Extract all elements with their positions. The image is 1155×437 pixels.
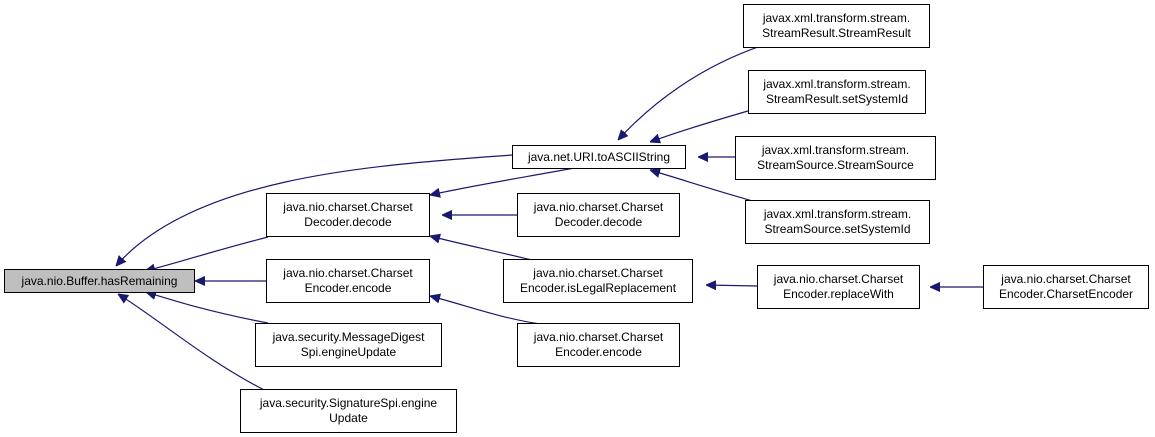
node-label-line-1: java.nio.charset.Charset — [533, 330, 664, 344]
node-label-line-1: javax.xml.transform.stream. — [761, 143, 910, 157]
node-charsetencoder-encode-overload[interactable]: java.nio.charset.Charset Encoder.encode — [517, 323, 680, 367]
edge-mdspi-to-root — [146, 292, 269, 324]
node-uri-toasciistring[interactable]: java.net.URI.toASCIIString — [512, 145, 686, 169]
node-label-line-1: java.nio.charset.Charset — [283, 266, 413, 280]
node-label-line-1: java.nio.charset.Charset — [1001, 272, 1131, 286]
node-label-line-2: Update — [329, 411, 368, 425]
node-charsetdecoder-decode[interactable]: java.nio.charset.Charset Decoder.decode — [266, 193, 430, 237]
edge-sresultsetsys-to-uri — [650, 110, 749, 142]
node-label: java.net.URI.toASCIIString — [527, 149, 671, 164]
edge-encode2-to-encoder — [430, 296, 541, 325]
node-charsetencoder-encode[interactable]: java.nio.charset.Charset Encoder.encode — [266, 259, 430, 303]
edge-uri-to-decoder — [430, 166, 581, 195]
node-charsetencoder-replacewith[interactable]: java.nio.charset.Charset Encoder.replace… — [757, 265, 920, 309]
edge-sigspi-to-root — [118, 294, 269, 393]
node-streamresult-setsystemid[interactable]: javax.xml.transform.stream. StreamResult… — [748, 70, 926, 114]
node-label-line-2: StreamResult.setSystemId — [765, 92, 909, 106]
node-signaturespi-engineupdate[interactable]: java.security.SignatureSpi.engine Update — [240, 389, 457, 433]
node-label-line-2: Encoder.encode — [555, 345, 642, 359]
node-label-line-2: Encoder.CharsetEncoder — [998, 287, 1134, 301]
node-streamresult-streamresult[interactable]: javax.xml.transform.stream. StreamResult… — [743, 4, 930, 48]
edge-replacewith-to-islegal — [706, 285, 758, 286]
node-label-line-2: StreamResult.StreamResult — [762, 26, 911, 40]
node-label-line-1: java.nio.charset.Charset — [773, 272, 904, 286]
edge-uri-to-root — [116, 154, 513, 266]
edge-decoder-to-root — [145, 236, 269, 271]
node-label-line-1: java.nio.charset.Charset — [533, 200, 664, 214]
node-label-line-2: Decoder.decode — [304, 215, 392, 229]
edge-ssourcesetsys-to-uri — [650, 170, 761, 204]
node-messagedigestspi-engineupdate[interactable]: java.security.MessageDigest Spi.engineUp… — [255, 323, 442, 367]
node-label-line-2: Encoder.isLegalReplacement — [519, 281, 677, 295]
node-label-line-2: Encoder.replaceWith — [783, 287, 894, 301]
node-label-line-1: java.nio.charset.Charset — [533, 266, 663, 280]
node-label-line-2: Spi.engineUpdate — [300, 345, 397, 359]
node-label-line-1: java.security.SignatureSpi.engine — [259, 396, 438, 410]
node-streamsource-setsystemid[interactable]: javax.xml.transform.stream. StreamSource… — [745, 200, 930, 244]
node-label-line-1: java.nio.charset.Charset — [283, 200, 413, 214]
edge-sresultctor-to-uri — [618, 42, 771, 140]
node-label-line-1: java.security.MessageDigest — [272, 330, 425, 344]
node-label-line-2: StreamSource.setSystemId — [764, 222, 911, 236]
node-label-line-1: javax.xml.transform.stream. — [763, 207, 912, 221]
node-streamsource-streamsource[interactable]: javax.xml.transform.stream. StreamSource… — [735, 136, 936, 180]
node-label-line-2: StreamSource.StreamSource — [757, 158, 914, 172]
node-label-line-2: Encoder.encode — [304, 281, 392, 295]
node-label: java.nio.Buffer.hasRemaining — [21, 273, 178, 288]
node-charsetencoder-islegalreplacement[interactable]: java.nio.charset.Charset Encoder.isLegal… — [503, 259, 693, 303]
node-label-line-1: javax.xml.transform.stream. — [763, 77, 911, 91]
node-charsetencoder-charsetencoder[interactable]: java.nio.charset.Charset Encoder.Charset… — [983, 265, 1149, 309]
node-label-line-1: javax.xml.transform.stream. — [762, 11, 911, 25]
node-charsetdecoder-decode-overload[interactable]: java.nio.charset.Charset Decoder.decode — [517, 193, 680, 237]
node-label-line-2: Decoder.decode — [554, 215, 643, 229]
node-buffer-hasremaining[interactable]: java.nio.Buffer.hasRemaining — [4, 269, 195, 293]
edge-islegal-to-decoder — [430, 236, 541, 263]
